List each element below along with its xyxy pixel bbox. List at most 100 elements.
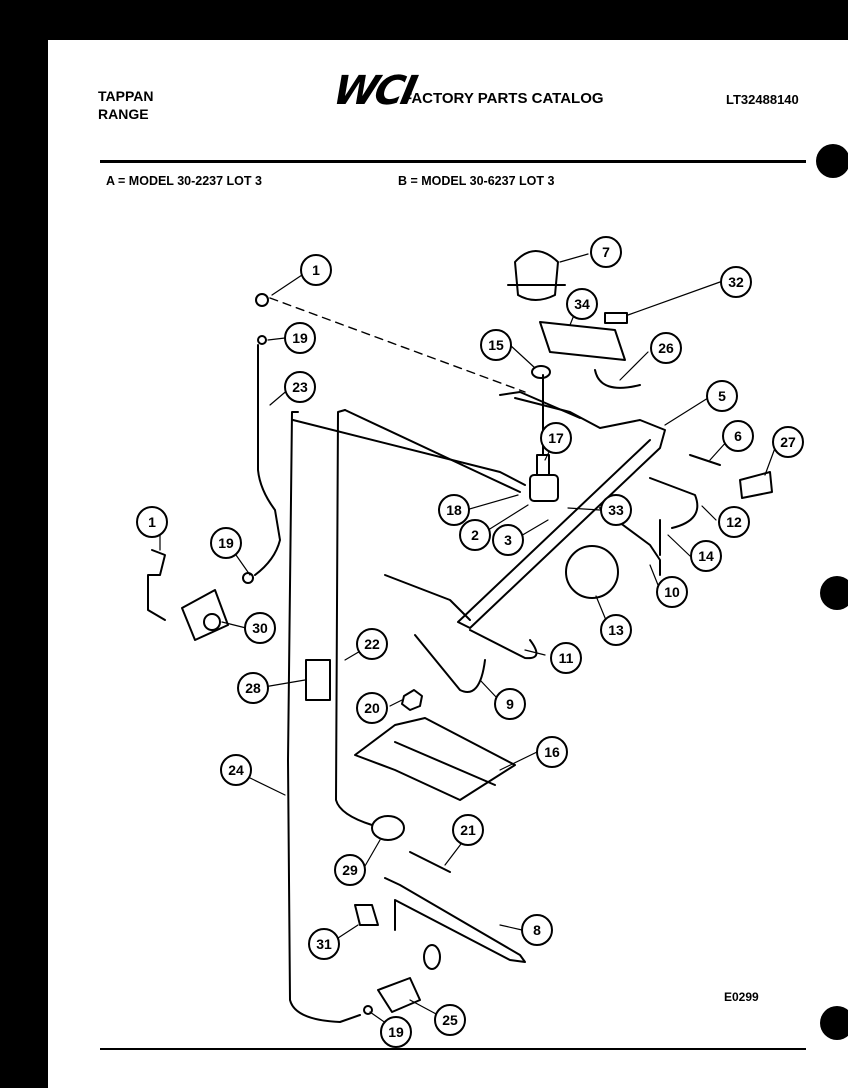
callout-circle-5: [706, 380, 738, 412]
callout-label-19: 19: [388, 1024, 404, 1040]
callout-label-13: 13: [608, 622, 624, 638]
callout-label-3: 3: [504, 532, 512, 548]
callout-circle-32: [720, 266, 752, 298]
callout-label-12: 12: [726, 514, 742, 530]
callout-label-15: 15: [488, 337, 504, 353]
valve-25: [377, 977, 421, 1013]
wire-26: [594, 369, 641, 389]
callout-circle-7: [590, 236, 622, 268]
tube-10: [599, 507, 661, 576]
callout-circle-19: [210, 527, 242, 559]
binder-hole-top: [816, 144, 848, 178]
brand-left-line2: RANGE: [98, 106, 149, 122]
screw-19-top: [257, 335, 267, 345]
shield-16-fold: [394, 741, 496, 786]
callout-label-26: 26: [658, 340, 674, 356]
brand-left-line1: TAPPAN: [98, 88, 154, 104]
model-a-label: A = MODEL 30-2237 LOT 3: [106, 174, 262, 188]
tube-8: [384, 877, 526, 963]
binder-hole-middle: [820, 576, 848, 610]
callout-circle-25: [434, 1004, 466, 1036]
callout-circle-29: [334, 854, 366, 886]
valve-25-ring: [423, 944, 441, 970]
model-b-label: B = MODEL 30-6237 LOT 3: [398, 174, 555, 188]
diagram-code: E0299: [724, 990, 759, 1004]
callout-label-2: 2: [471, 527, 479, 543]
footer-rule: [100, 1048, 806, 1050]
tube-12: [649, 477, 699, 529]
valve-17-stem: [536, 454, 550, 476]
callout-label-6: 6: [734, 428, 742, 444]
callout-circle-12: [718, 506, 750, 538]
callout-circle-31: [308, 928, 340, 960]
callout-label-19: 19: [218, 535, 234, 551]
callout-label-14: 14: [698, 548, 714, 564]
callout-circle-16: [536, 736, 568, 768]
screw-1-top: [255, 293, 269, 307]
screw-19-bottom: [363, 1005, 373, 1015]
tube-24-top: [292, 419, 526, 486]
orifice-6: [689, 454, 721, 466]
callout-label-16: 16: [544, 744, 560, 760]
callout-circle-24: [220, 754, 252, 786]
washer-15: [531, 365, 551, 379]
callout-circle-30: [244, 612, 276, 644]
callout-label-30: 30: [252, 620, 268, 636]
callout-label-33: 33: [608, 502, 624, 518]
thermostat-30-knob: [203, 613, 221, 631]
callout-circle-20: [356, 692, 388, 724]
fitting-21: [409, 851, 451, 873]
callout-label-22: 22: [364, 636, 380, 652]
callout-circle-14: [690, 540, 722, 572]
screw-19-mid: [242, 572, 254, 584]
callout-circle-22: [356, 628, 388, 660]
callout-circle-27: [772, 426, 804, 458]
callout-label-19: 19: [292, 330, 308, 346]
header-rule: [100, 160, 806, 163]
callout-circle-2: [459, 519, 491, 551]
callout-circle-23: [284, 371, 316, 403]
callout-label-27: 27: [780, 434, 796, 450]
callout-label-31: 31: [316, 936, 332, 952]
catalog-title: FACTORY PARTS CATALOG: [403, 90, 604, 107]
regulator-7: [514, 250, 559, 301]
callout-circle-9: [494, 688, 526, 720]
valve-17: [529, 474, 559, 502]
callout-circle-17: [540, 422, 572, 454]
thermostat-30: [181, 589, 229, 641]
callout-label-28: 28: [245, 680, 261, 696]
callout-label-11: 11: [559, 650, 574, 666]
manifold-5-left: [499, 391, 581, 419]
tube-24: [287, 411, 361, 1023]
tube-22-top: [344, 409, 521, 493]
callout-label-7: 7: [602, 244, 610, 260]
alignment-dash-line: [269, 297, 526, 393]
clip-31: [354, 904, 379, 926]
callout-circle-19: [380, 1016, 412, 1048]
shield-16: [354, 717, 516, 801]
nut-20: [401, 689, 423, 711]
callout-circle-18: [438, 494, 470, 526]
callout-label-23: 23: [292, 379, 308, 395]
leader-lines: [159, 253, 776, 1027]
tube-23: [254, 344, 281, 576]
callout-circle-11: [550, 642, 582, 674]
callout-label-1: 1: [312, 262, 320, 278]
callout-label-18: 18: [446, 502, 462, 518]
callout-circle-1: [136, 506, 168, 538]
callout-circle-21: [452, 814, 484, 846]
callout-circle-15: [480, 329, 512, 361]
callout-label-24: 24: [228, 762, 244, 778]
callout-circle-10: [656, 576, 688, 608]
callout-circle-28: [237, 672, 269, 704]
callout-circle-19: [284, 322, 316, 354]
tube-22: [335, 409, 373, 826]
callout-circle-8: [521, 914, 553, 946]
coil-29: [371, 815, 405, 841]
callout-circle-26: [650, 332, 682, 364]
catalog-number: LT32488140: [726, 92, 799, 107]
tube-burner-upper: [384, 574, 471, 621]
callout-label-20: 20: [364, 700, 380, 716]
